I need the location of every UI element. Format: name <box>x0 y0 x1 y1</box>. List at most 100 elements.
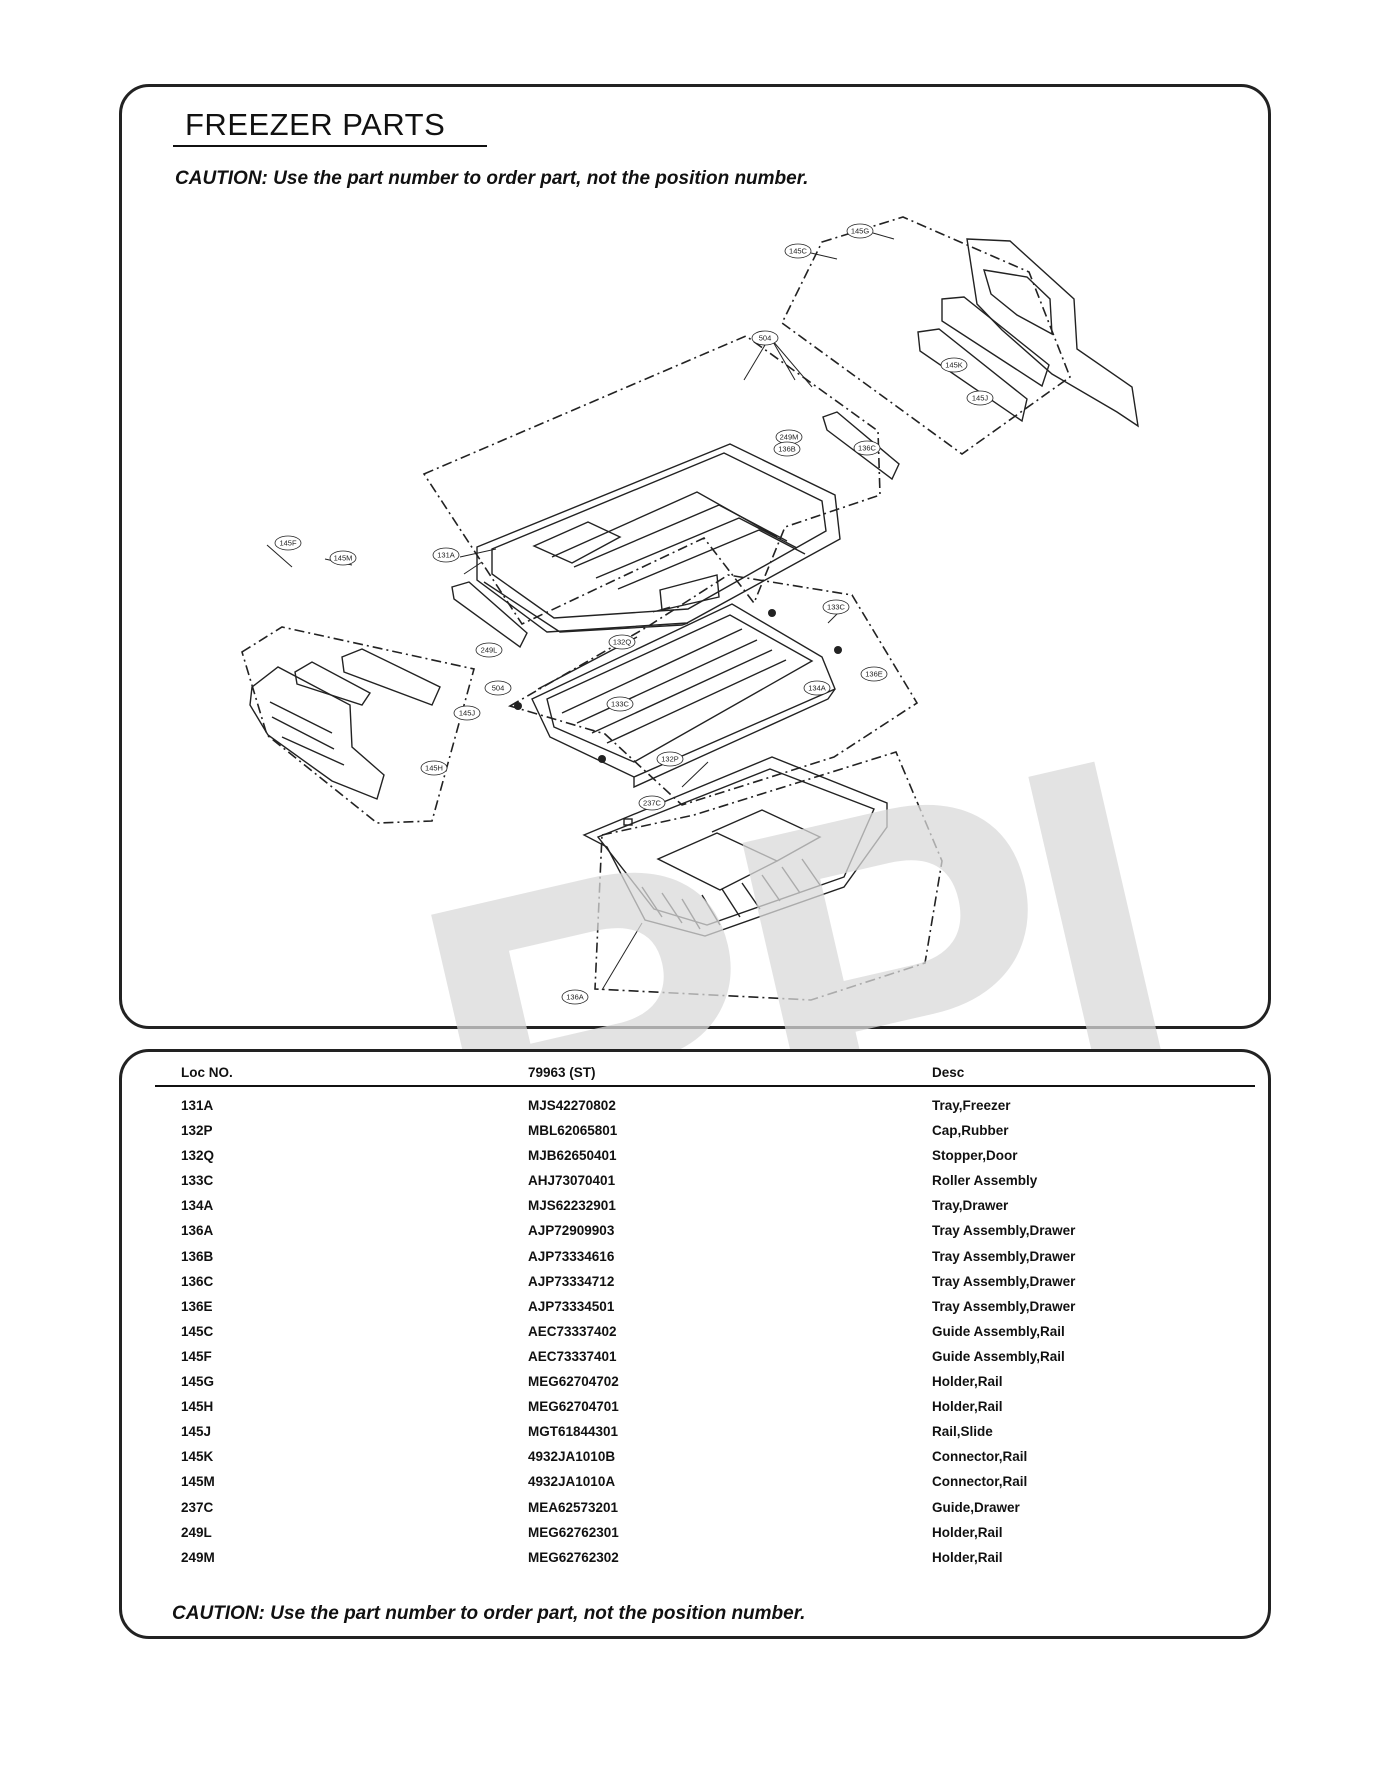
group-outline-lower-bin <box>594 751 943 1001</box>
callout-bubble: 136B <box>773 441 801 457</box>
caution-top: CAUTION: Use the part number to order pa… <box>175 168 809 189</box>
roller-2 <box>834 646 842 654</box>
callout-label: 132Q <box>613 638 632 647</box>
callout-label: 136A <box>566 993 584 1002</box>
row-part-number: MEG62704701 <box>528 1399 619 1415</box>
header-loc-no: Loc NO. <box>181 1065 233 1080</box>
row-loc: 131A <box>181 1098 214 1113</box>
page-title: FREEZER PARTS <box>185 107 446 142</box>
callout-label: 504 <box>759 334 772 343</box>
callout-bubble: 131A <box>432 547 460 563</box>
callout-label: 504 <box>492 684 505 693</box>
row-loc: 145C <box>181 1323 214 1339</box>
group-outline-right-rail <box>780 216 1071 455</box>
title-underline <box>173 145 487 147</box>
tray-assembly-bin <box>582 756 888 937</box>
callout-bubble: 145C <box>784 243 812 259</box>
callout-bubble: 132P <box>656 751 684 767</box>
header-rule <box>155 1085 1255 1087</box>
callout-bubble: 145F <box>274 535 302 551</box>
row-desc: Tray Assembly,Drawer <box>932 1273 1076 1289</box>
table-row: 145K 4932JA1010B Connector,Rail <box>122 1449 1268 1474</box>
callout-label: 145J <box>972 394 989 403</box>
row-loc: 134A <box>181 1198 214 1214</box>
callout-label: 237C <box>643 799 662 808</box>
table-row: 136B AJP73334616 Tray Assembly,Drawer <box>122 1249 1268 1274</box>
table-row: 131A MJS42270802 Tray,Freezer <box>122 1098 1268 1123</box>
row-desc: Cap,Rubber <box>932 1123 1009 1139</box>
callout-label: 145F <box>279 539 297 548</box>
callout-group: 145C 145G 145K 145J 504 249M 136B 136C 131A 504 24… <box>274 223 994 1005</box>
row-desc: Tray,Freezer <box>932 1098 1011 1113</box>
callout-label: 136E <box>865 670 883 679</box>
row-desc: Connector,Rail <box>932 1449 1028 1465</box>
holder-rail-249m <box>822 411 900 481</box>
callout-bubble: 136E <box>860 666 888 682</box>
row-loc: 237C <box>181 1499 214 1515</box>
group-outline-middle-tray <box>507 574 919 806</box>
row-desc: Tray Assembly,Drawer <box>932 1248 1076 1264</box>
row-part-number: MJS42270802 <box>528 1098 616 1113</box>
table-row: 237C MEA62573201 Guide,Drawer <box>122 1500 1268 1525</box>
roller-4 <box>598 755 606 763</box>
callout-label: 249M <box>780 433 799 442</box>
row-part-number: AJP73334616 <box>528 1248 615 1264</box>
callout-label: 134A <box>808 684 826 693</box>
callout-label: 145H <box>425 764 443 773</box>
row-loc: 133C <box>181 1173 214 1189</box>
callout-bubble: 145G <box>846 223 874 239</box>
row-desc: Tray Assembly,Drawer <box>932 1298 1076 1314</box>
row-loc: 136B <box>181 1248 214 1264</box>
row-part-number: AEC73337402 <box>528 1323 617 1339</box>
callout-bubble: 145J <box>966 390 994 406</box>
callout-label: 145K <box>945 361 963 370</box>
row-loc: 249L <box>181 1524 212 1540</box>
callout-bubble: 136A <box>561 989 589 1005</box>
row-loc: 249M <box>181 1549 215 1565</box>
table-row: 145C AEC73337402 Guide Assembly,Rail <box>122 1324 1268 1349</box>
row-part-number: AJP72909903 <box>528 1223 615 1239</box>
row-loc: 132Q <box>181 1148 215 1164</box>
row-part-number: MEA62573201 <box>528 1499 619 1515</box>
callout-label: 145M <box>334 554 353 563</box>
callout-bubble: 249L <box>475 642 503 658</box>
row-loc: 136C <box>181 1273 214 1289</box>
callout-bubble: 145H <box>420 760 448 776</box>
callout-bubble: 133C <box>822 599 850 615</box>
group-outline-left-rail <box>241 626 475 824</box>
row-loc: 145H <box>181 1399 214 1415</box>
row-part-number: 4932JA1010A <box>528 1474 616 1490</box>
callout-label: 133C <box>827 603 846 612</box>
header-desc: Desc <box>932 1065 965 1080</box>
row-desc: Guide Assembly,Rail <box>932 1323 1065 1339</box>
row-desc: Guide,Drawer <box>932 1499 1020 1515</box>
exploded-parts-diagram: 145C 145G 145K 145J 504 249M 136B 136C 131A 504 24… <box>241 216 1139 1005</box>
row-loc: 145K <box>181 1449 214 1465</box>
holder-rail-left <box>249 666 385 800</box>
callout-bubble: 145M <box>329 550 357 566</box>
connector-rail-right <box>917 328 1028 423</box>
callout-bubble: 136C <box>853 440 881 456</box>
row-part-number: MEG62762301 <box>528 1524 619 1540</box>
row-part-number: 4932JA1010B <box>528 1449 616 1465</box>
callout-label: 136B <box>778 445 796 454</box>
callout-bubble: 504 <box>751 330 779 346</box>
callout-label: 249L <box>481 646 498 655</box>
row-loc: 136E <box>181 1298 213 1314</box>
callout-label: 136C <box>858 444 877 453</box>
row-desc: Stopper,Door <box>932 1148 1018 1164</box>
roller-3 <box>514 702 522 710</box>
caution-bottom: CAUTION: Use the part number to order pa… <box>172 1603 806 1624</box>
row-loc: 145J <box>181 1424 212 1440</box>
row-desc: Tray,Drawer <box>932 1198 1009 1214</box>
slide-rail-right <box>941 296 1050 388</box>
